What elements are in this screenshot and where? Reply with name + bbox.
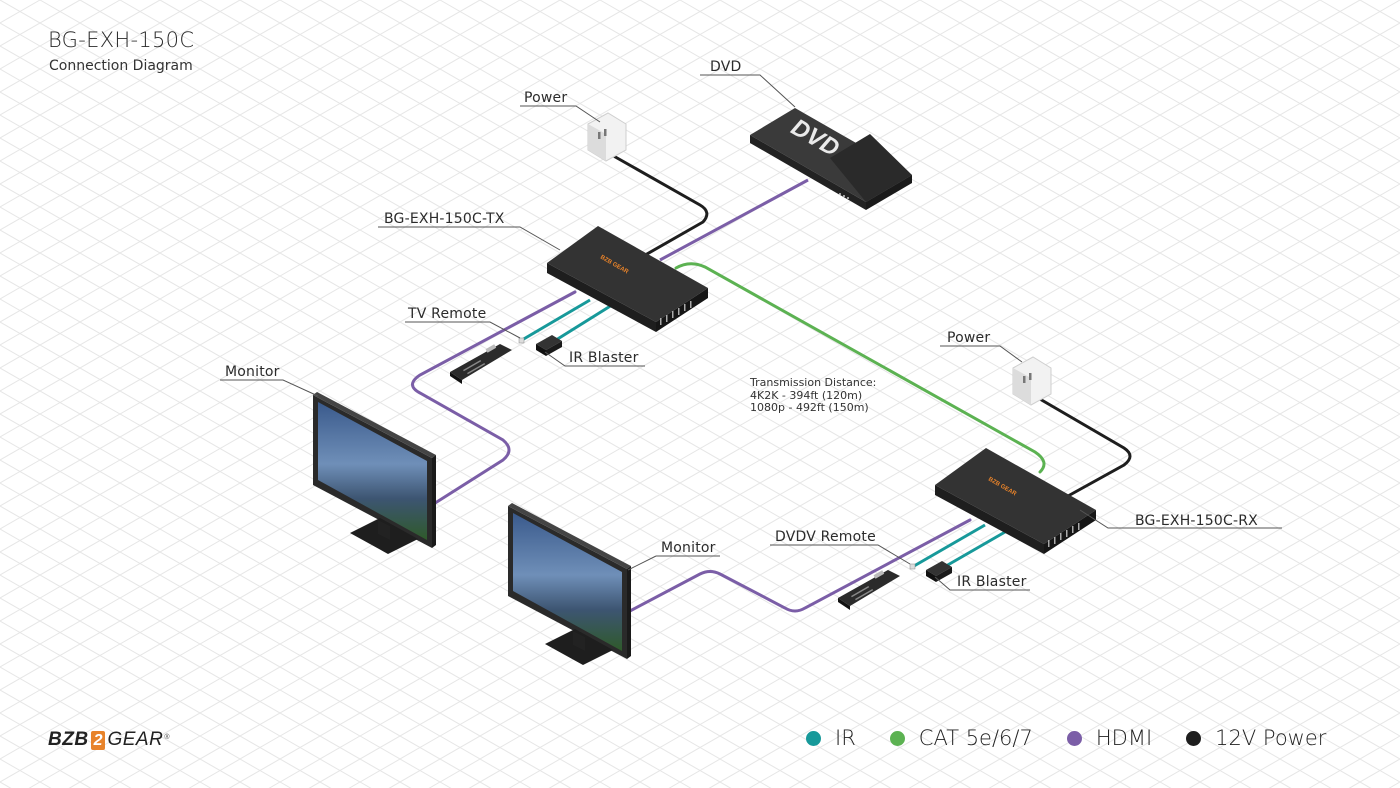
hdmi-cable-tx-monitor bbox=[411, 290, 577, 507]
legend: IR CAT 5e/6/7 HDMI 12V Power bbox=[806, 726, 1360, 750]
ir-cable-tx-blaster bbox=[555, 303, 613, 342]
label-power-tx: Power bbox=[524, 90, 567, 106]
monitor-right bbox=[508, 503, 631, 665]
hdmi-cable-dvd-tx bbox=[659, 178, 809, 262]
label-monitor-right: Monitor bbox=[661, 540, 716, 556]
label-tv-remote: TV Remote bbox=[407, 306, 486, 322]
brand-logo: BZB 2 GEAR ® bbox=[48, 729, 170, 751]
callout-ir-blaster-rx bbox=[934, 576, 1030, 591]
power-cable-rx bbox=[1031, 393, 1132, 498]
legend-dot-icon bbox=[889, 730, 905, 746]
dvd-remote bbox=[838, 570, 900, 610]
transmission-1080p: 1080p - 492ft (150m) bbox=[750, 401, 869, 414]
label-rx-unit: BG-EXH-150C-RX bbox=[1135, 513, 1258, 529]
cat-cable-tx-rx bbox=[674, 262, 1046, 474]
legend-item-hdmi: HDMI bbox=[1066, 726, 1153, 750]
brand-registered: ® bbox=[164, 733, 170, 741]
callout-tv-remote bbox=[405, 321, 521, 339]
tv-remote bbox=[450, 344, 512, 384]
page-title: BG-EXH-150C bbox=[48, 28, 195, 52]
page-subtitle: Connection Diagram bbox=[49, 58, 193, 74]
label-dvd-remote: DVDV Remote bbox=[775, 529, 876, 545]
callout-ir-blaster-tx bbox=[544, 351, 645, 367]
brand-part1: BZB bbox=[48, 729, 89, 750]
callout-monitor-left bbox=[220, 379, 319, 397]
dvd-player: DVD bbox=[750, 108, 912, 210]
label-ir-blaster-rx: IR Blaster bbox=[957, 574, 1027, 590]
transmission-distance: Transmission Distance: 4K2K - 394ft (120… bbox=[750, 376, 877, 415]
tx-unit: BZB GEAR bbox=[547, 226, 708, 332]
label-power-rx: Power bbox=[947, 330, 990, 346]
legend-dot-icon bbox=[806, 730, 821, 746]
ir-blaster-tx bbox=[536, 335, 562, 356]
monitor-left bbox=[313, 392, 436, 554]
callout-rx-unit bbox=[1079, 509, 1282, 529]
ir-cable-tx-remote bbox=[521, 298, 591, 342]
power-cable-tx bbox=[601, 148, 709, 260]
legend-label: 12V Power bbox=[1215, 726, 1327, 750]
legend-item-power: 12V Power bbox=[1186, 726, 1326, 750]
callout-dvd bbox=[700, 74, 796, 108]
label-tx-unit: BG-EXH-150C-TX bbox=[384, 211, 505, 227]
transmission-4k: 4K2K - 394ft (120m) bbox=[750, 388, 863, 402]
legend-label: CAT 5e/6/7 bbox=[918, 726, 1033, 750]
rx-unit: BZB GEAR bbox=[935, 448, 1096, 554]
power-outlet-tx bbox=[587, 112, 627, 162]
transmission-heading: Transmission Distance: bbox=[750, 376, 877, 389]
callout-tx-unit bbox=[378, 226, 561, 251]
callout-power-tx bbox=[520, 105, 601, 123]
label-ir-blaster-tx: IR Blaster bbox=[569, 350, 639, 366]
power-outlet-rx bbox=[1012, 356, 1052, 406]
ir-blaster-rx bbox=[926, 561, 952, 582]
label-dvd: DVD bbox=[710, 59, 742, 75]
ir-cable-rx-remote bbox=[913, 523, 986, 568]
callout-monitor-right bbox=[627, 555, 720, 571]
label-monitor-left: Monitor bbox=[225, 364, 280, 380]
brand-part3: GEAR bbox=[107, 729, 164, 750]
legend-dot-icon bbox=[1066, 730, 1082, 746]
legend-item-ir: IR bbox=[806, 726, 856, 750]
hdmi-cable-rx-monitor bbox=[626, 518, 972, 614]
callout-dvd-remote bbox=[770, 544, 911, 565]
legend-label: HDMI bbox=[1095, 726, 1153, 750]
brand-part2: 2 bbox=[90, 730, 106, 750]
ir-receiver-tx bbox=[518, 337, 525, 344]
callout-power-rx bbox=[940, 345, 1023, 363]
legend-item-cat: CAT 5e/6/7 bbox=[889, 726, 1033, 750]
ir-cable-rx-blaster bbox=[945, 530, 1006, 568]
ir-receiver-rx bbox=[909, 563, 916, 570]
legend-label: IR bbox=[835, 726, 856, 750]
legend-dot-icon bbox=[1186, 730, 1202, 746]
